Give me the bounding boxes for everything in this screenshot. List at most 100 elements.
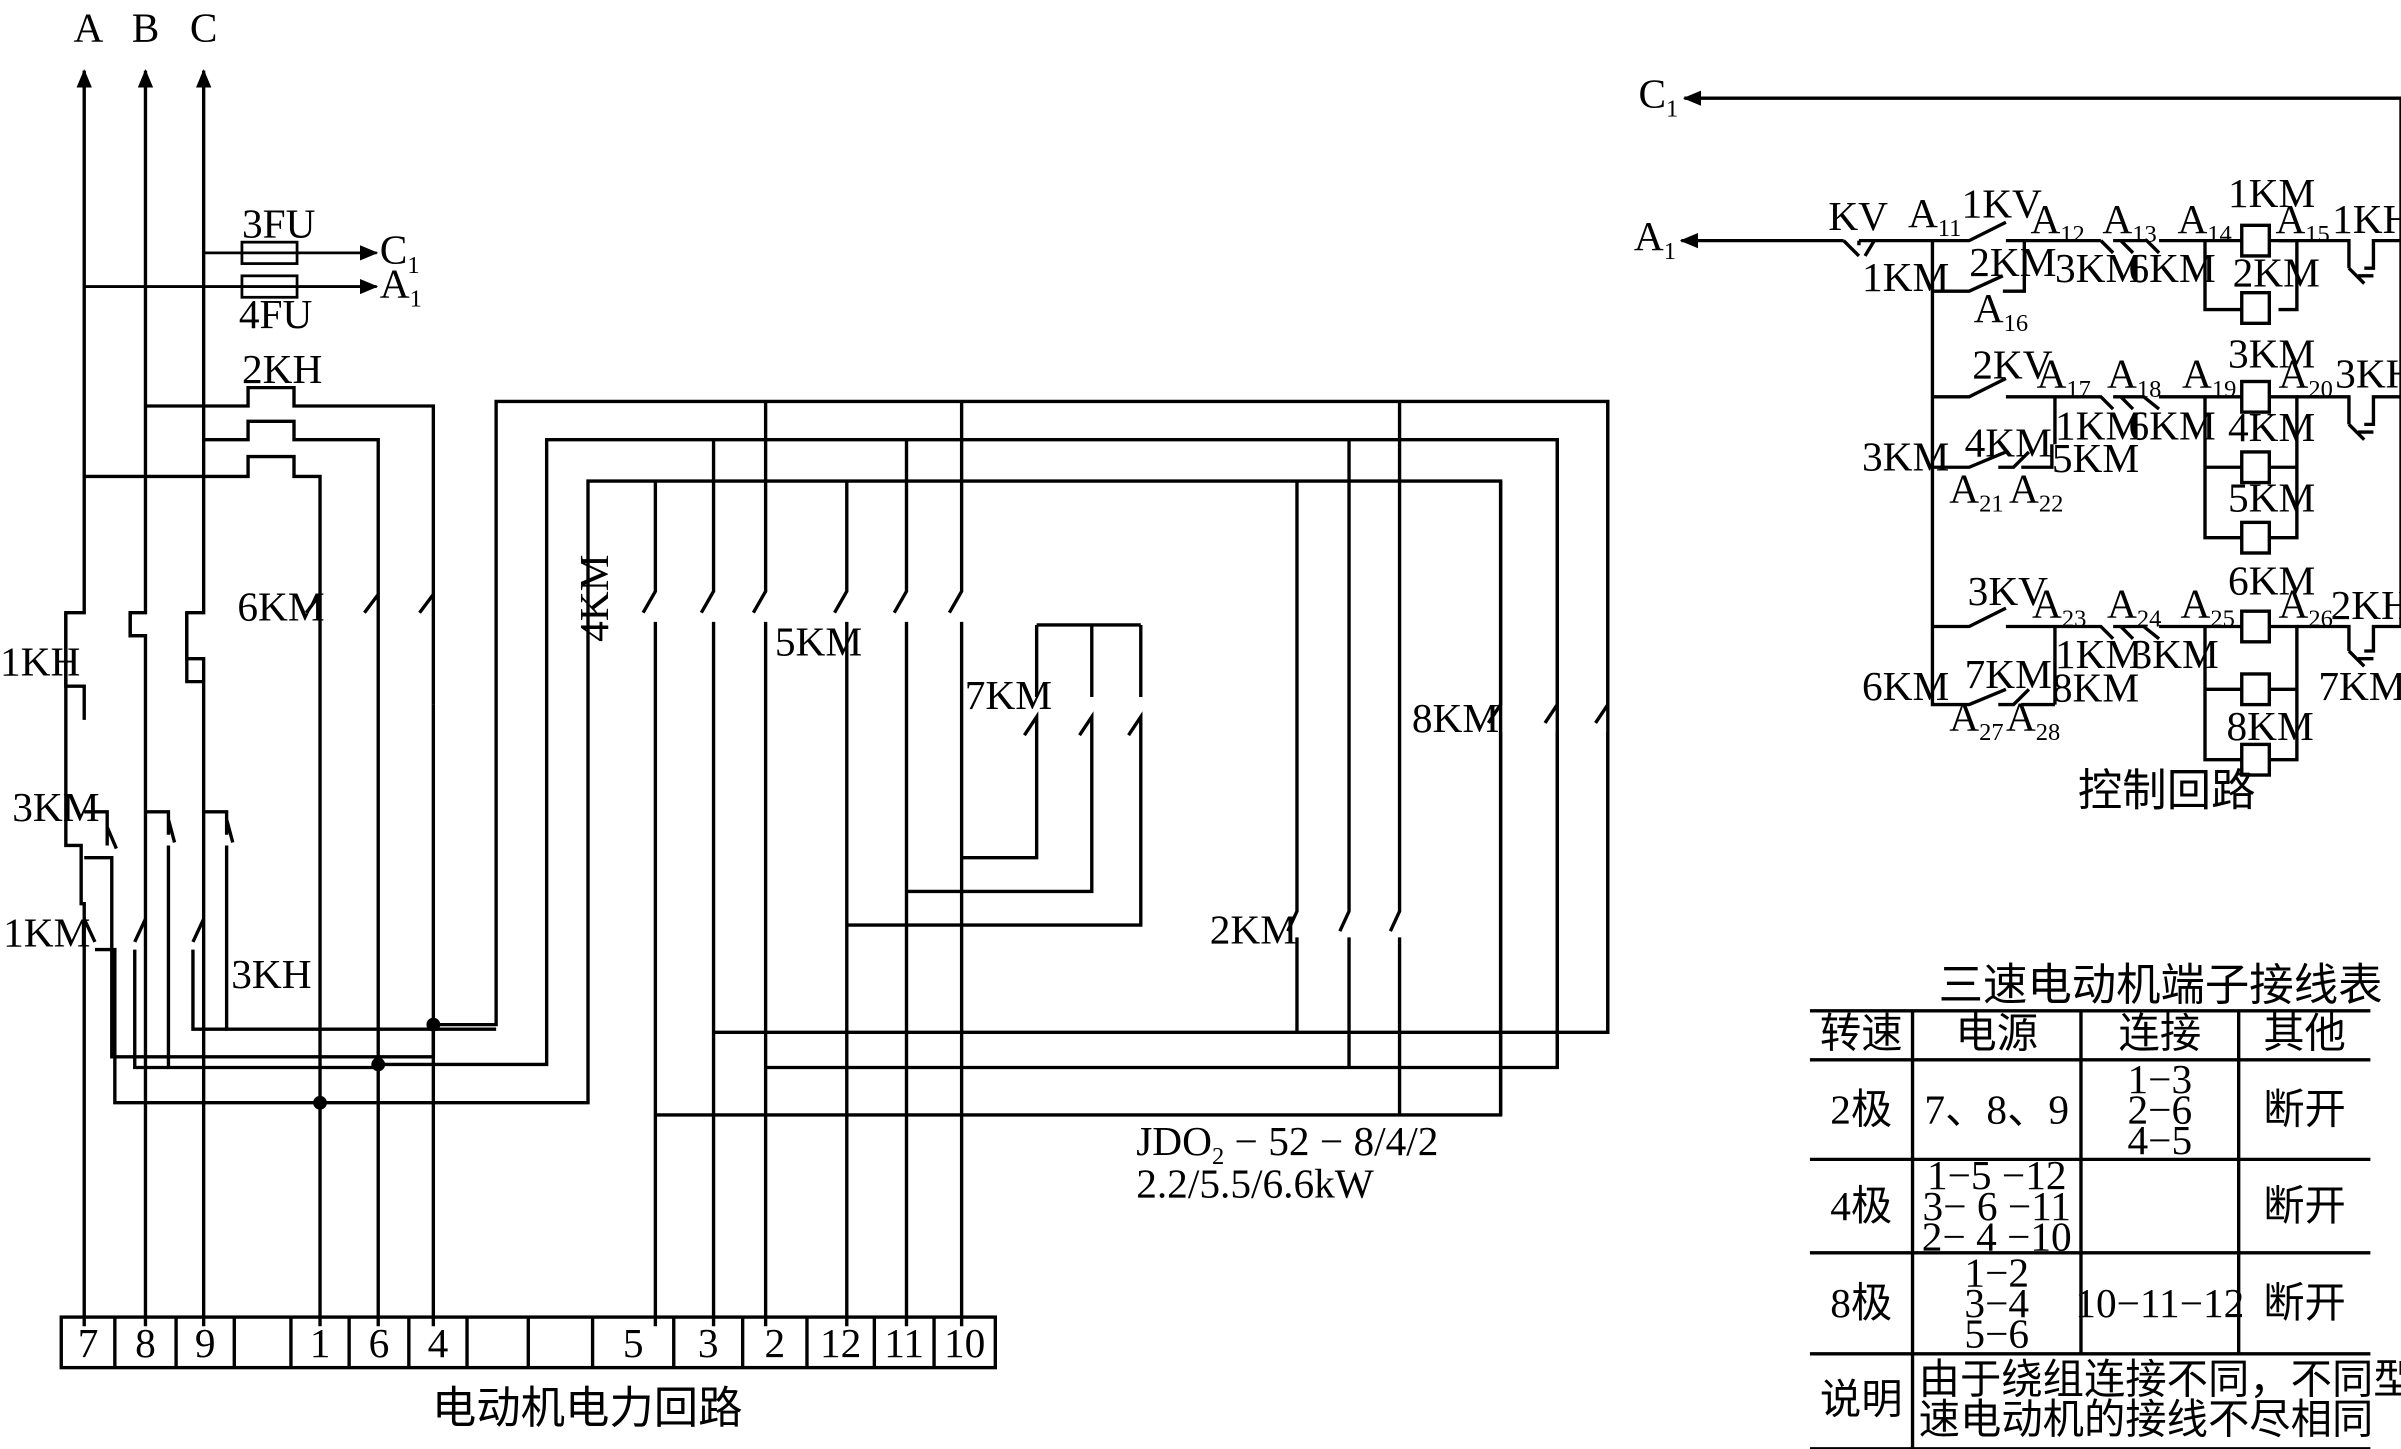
motor-model: JDO2 − 52 − 8/4/2 [1136,1118,1438,1170]
ctrl-km8-coil-label: 8KM [2226,703,2313,749]
power-km3-label: 3KM [12,784,99,830]
ctrl-km6-label-a: 6KM [2128,245,2215,291]
coil-5km [2240,520,2271,555]
ctrl-node-label: A28 [2006,694,2060,746]
power-km6-label: 6KM [237,583,324,629]
power-caption: 电动机电力回路 [432,1383,743,1433]
terminal-label: 1 [310,1320,331,1366]
ctrl-kv1-label: 1KV [1962,181,2043,227]
row2-coil-wires [2203,395,2299,540]
power-kh1-label: 1KH [0,639,80,685]
table-cell-speed: 2极 [1830,1086,1892,1132]
km1-contact-b [133,918,169,1070]
table-cell-power: 1−5 −12 [1927,1152,2067,1198]
motor-drops-1 [318,1024,436,1327]
ctrl-km1-label-c: 1KM [2055,631,2142,677]
table-cell-speed: 8极 [1830,1280,1892,1326]
phase-b-line [128,69,154,1327]
power-km5-label: 5KM [775,619,862,665]
table-cell-speed: 4极 [1830,1183,1892,1229]
ctrl-node-label: A13 [2102,196,2156,248]
km8-contact-1 [1486,481,1503,1115]
coil-3km [2240,379,2271,414]
fuse-4fu-label: 4FU [239,291,313,337]
ctrl-node-label: A12 [2030,196,2084,248]
km2-contact-2 [1338,439,1351,1068]
table-cell-connect: 2−6 [2128,1086,2193,1132]
phase-a-line [64,69,92,1327]
km1-contact-c [191,918,227,1031]
ctrl-node-label: A11 [1908,190,1961,242]
row3-contacts [1932,606,2205,705]
terminal-label: 2 [764,1320,785,1366]
power-km8-label: 8KM [1412,695,1499,741]
ctrl-a1-label: A1 [1634,213,1676,265]
kv-label: KV [1828,193,1888,239]
km2-contact-1 [1286,481,1299,1033]
table-cell-other: 断开 [2263,1086,2346,1132]
table-header: 连接 [2118,1011,2201,1057]
ctrl-km4-coil-label: 4KM [2228,404,2315,450]
table-cell-power: 2− 4 −10 [1922,1213,2072,1259]
km6-contacts [304,593,435,614]
ctrl-node-label: A22 [2009,465,2063,517]
km7-contact-1 [961,624,1039,860]
ctrl-km8-label-a: 8KM [2052,665,2139,711]
ctrl-km2-coil-label: 2KM [2233,250,2320,296]
ctrl-kh2-label: 2KH [2331,582,2401,628]
phase-b-label: B [132,5,160,51]
km5-contact-2 [892,439,909,1327]
table-note-text: 由于绕组连接不同，不同型号的三 [1919,1357,2401,1403]
kh2-feed-a [84,454,322,1103]
ctrl-node-label: A21 [1949,465,2003,517]
coil-4km [2240,450,2271,485]
terminal-label: 12 [820,1320,861,1366]
phase-a-label: A [74,5,104,51]
terminal-label: 8 [135,1320,156,1366]
power-km2-label: 2KM [1210,906,1297,952]
ctrl-km7-coil-label: 7KM [2318,663,2401,709]
table-cell-connect: 4−5 [2128,1117,2193,1163]
ctrl-km3-label-b: 3KM [1862,433,1949,479]
ctrl-node-label: A26 [2279,580,2333,632]
ctrl-node-label: A25 [2181,580,2235,632]
ctrl-kv2-label: 2KV [1972,341,2053,387]
ctrl-km1-label-b: 1KM [2055,403,2142,449]
row3-km7-branch [1930,626,2055,707]
bus-bottom [320,479,1503,1117]
row3-kh2 [2296,219,2401,668]
km5-contact-1 [833,481,849,1327]
ctrl-node-label: A18 [2107,351,2161,403]
ctrl-km5-coil-label: 5KM [2228,475,2315,521]
terminal-label: 6 [369,1320,390,1366]
ctrl-node-label: A20 [2279,351,2333,403]
km7-contact-2 [906,624,1094,894]
fuse-out-c-label: C1 [380,227,420,279]
ctrl-node-label: A16 [1974,285,2028,337]
table-cell-power: 3−4 [1964,1280,2029,1326]
table-title: 三速电动机端子接线表 [1939,960,2383,1010]
phase-c-label: C [190,5,218,51]
ctrl-km4-label-a: 4KM [1965,420,2052,466]
fuse-3fu [240,240,299,265]
table-header: 电源 [1955,1011,2038,1057]
terminal-label: 10 [944,1320,985,1366]
terminal-label: 11 [884,1320,924,1366]
power-kh3-label: 3KH [231,951,311,997]
ctrl-c1-label: C1 [1638,70,1678,122]
ctrl-km6-label-c: 6KM [1862,663,1949,709]
row3-coil-wires [2203,624,2299,762]
fuse-out-a-label: A1 [380,260,422,312]
km4-contact-1 [641,481,658,1327]
terminal-label: 7 [78,1320,99,1366]
kh2-feed-c [203,419,380,1068]
ctrl-node-label: A15 [2275,196,2329,248]
ctrl-node-label: A14 [2177,196,2231,248]
power-km4-label: 4KM [571,555,617,642]
power-km1-label: 1KM [3,910,90,956]
coil-6km [2240,609,2271,644]
terminal-label: 3 [698,1320,719,1366]
power-circuit: A B ~ C 1KH 3KM 1KM 3KH 3FU C1 4FU [0,0,1610,1433]
